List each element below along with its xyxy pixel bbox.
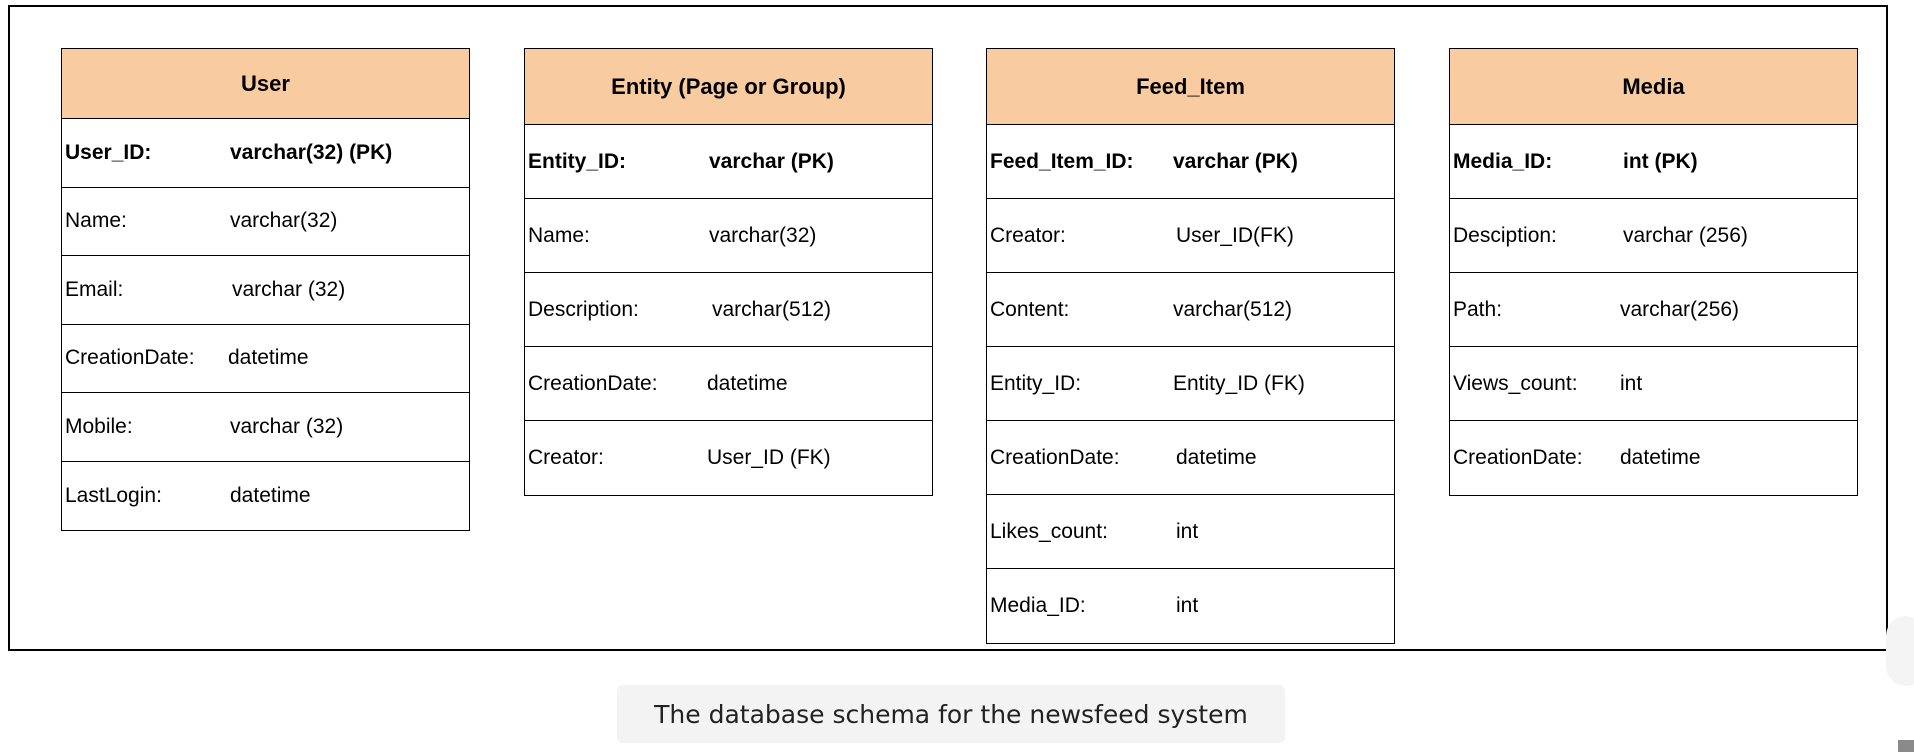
table-title: Media	[1450, 49, 1857, 125]
field-name: Likes_count:	[990, 519, 1108, 543]
field-name: CreationDate:	[65, 346, 195, 370]
table-row: Media_ID: int (PK)	[1450, 125, 1857, 199]
table-row: Creator: User_ID (FK)	[525, 421, 932, 495]
table-feed-item: Feed_Item Feed_Item_ID: varchar (PK) Cre…	[986, 48, 1395, 644]
field-type: varchar (32)	[230, 414, 344, 438]
field-name: CreationDate:	[528, 371, 658, 395]
field-name: Creator:	[528, 446, 604, 469]
table-row: Name: varchar(32)	[62, 188, 469, 256]
table-row: Path: varchar(256)	[1450, 273, 1857, 347]
field-type: varchar(512)	[712, 297, 832, 321]
field-type: datetime	[1176, 445, 1257, 469]
field-name: CreationDate:	[1453, 446, 1583, 469]
table-row: CreationDate: datetime	[1450, 421, 1857, 495]
field-type: datetime	[1620, 446, 1701, 469]
field-type: datetime	[707, 371, 788, 395]
table-title: Entity (Page or Group)	[525, 49, 932, 125]
field-name: Views_count:	[1453, 371, 1578, 395]
field-name: Feed_Item_ID:	[990, 149, 1134, 173]
field-type: varchar(32)	[709, 223, 817, 247]
table-row: LastLogin: datetime	[62, 462, 469, 531]
field-name: Path:	[1453, 297, 1503, 321]
field-name: Content:	[990, 297, 1070, 321]
field-type: varchar (32)	[232, 277, 346, 301]
field-type: varchar (256)	[1623, 223, 1748, 247]
table-row: Entity_ID: Entity_ID (FK)	[987, 347, 1394, 421]
table-row: CreationDate: datetime	[525, 347, 932, 421]
field-type: int	[1620, 371, 1643, 395]
field-type: varchar (PK)	[1173, 149, 1298, 173]
scroll-to-top-button[interactable]	[1886, 616, 1914, 686]
field-name: Description:	[528, 297, 639, 321]
field-name: Name:	[528, 223, 590, 247]
field-name: Entity_ID:	[528, 149, 627, 173]
field-type: varchar(32)	[230, 209, 338, 233]
field-type: varchar(32) (PK)	[230, 140, 393, 164]
field-type: datetime	[228, 346, 309, 370]
field-name: Name:	[65, 209, 127, 233]
table-row: Name: varchar(32)	[525, 199, 932, 273]
table-title: Feed_Item	[987, 49, 1394, 125]
diagram-caption: The database schema for the newsfeed sys…	[617, 685, 1285, 743]
table-row: Desciption: varchar (256)	[1450, 199, 1857, 273]
field-type: int	[1176, 519, 1199, 543]
field-name: Mobile:	[65, 414, 133, 438]
table-row: Likes_count: int	[987, 495, 1394, 569]
field-name: Desciption:	[1453, 223, 1557, 247]
field-name: Media_ID:	[990, 594, 1086, 617]
field-type: User_ID (FK)	[707, 446, 831, 469]
table-entity: Entity (Page or Group) Entity_ID: varcha…	[524, 48, 933, 496]
field-type: int	[1176, 594, 1199, 617]
field-name: Email:	[65, 277, 124, 301]
field-type: User_ID(FK)	[1176, 223, 1294, 247]
table-row: Email: varchar (32)	[62, 256, 469, 325]
table-row: Views_count: int	[1450, 347, 1857, 421]
table-row: Media_ID: int	[987, 569, 1394, 643]
table-row: CreationDate: datetime	[987, 421, 1394, 495]
field-name: User_ID:	[65, 140, 152, 164]
table-row: Mobile: varchar (32)	[62, 393, 469, 462]
table-row: CreationDate: datetime	[62, 325, 469, 393]
table-title: User	[62, 49, 469, 119]
table-row: Creator: User_ID(FK)	[987, 199, 1394, 273]
field-name: Media_ID:	[1453, 149, 1553, 173]
field-type: varchar (PK)	[709, 149, 834, 173]
field-type: varchar(256)	[1620, 297, 1740, 321]
field-name: Entity_ID:	[990, 371, 1082, 395]
table-row: User_ID: varchar(32) (PK)	[62, 119, 469, 188]
corner-widget-icon	[1898, 740, 1914, 752]
field-type: Entity_ID (FK)	[1173, 371, 1305, 395]
field-name: Creator:	[990, 223, 1066, 247]
table-row: Content: varchar(512)	[987, 273, 1394, 347]
field-name: CreationDate:	[990, 445, 1120, 469]
field-type: varchar(512)	[1173, 297, 1293, 321]
table-row: Entity_ID: varchar (PK)	[525, 125, 932, 199]
table-row: Description: varchar(512)	[525, 273, 932, 347]
table-user: User User_ID: varchar(32) (PK) Name: var…	[61, 48, 470, 531]
field-type: datetime	[230, 483, 311, 507]
field-type: int (PK)	[1623, 149, 1698, 173]
diagram-frame: User User_ID: varchar(32) (PK) Name: var…	[8, 5, 1888, 651]
table-row: Feed_Item_ID: varchar (PK)	[987, 125, 1394, 199]
table-media: Media Media_ID: int (PK) Desciption: var…	[1449, 48, 1858, 496]
field-name: LastLogin:	[65, 483, 162, 507]
